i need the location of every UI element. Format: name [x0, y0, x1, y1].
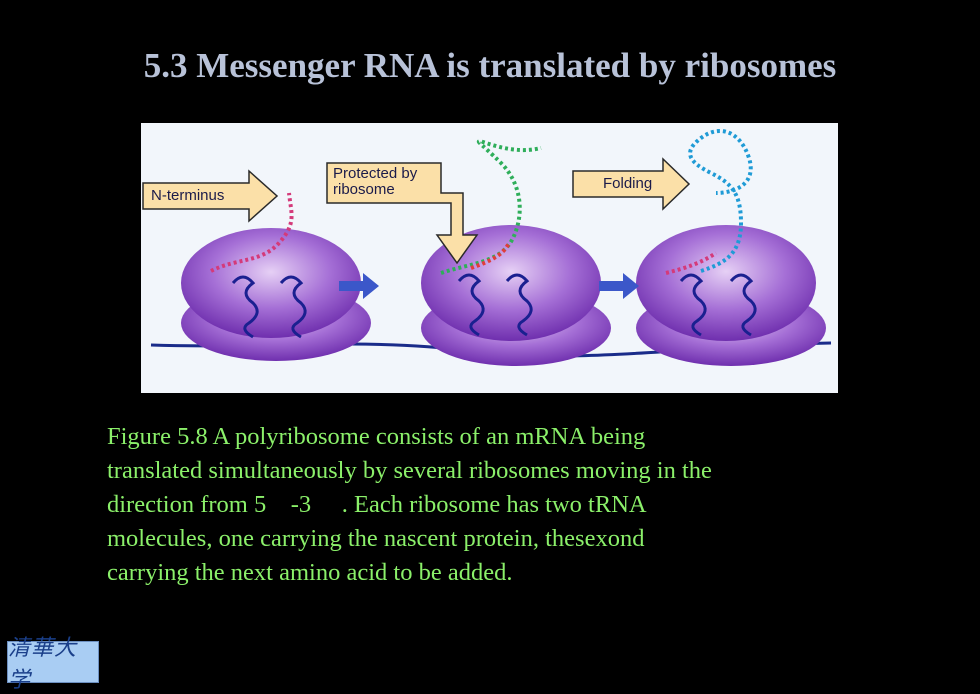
arrow-icon-1 — [339, 273, 379, 299]
protected-label-line1: Protected by — [333, 165, 418, 182]
caption-line: translated simultaneously by several rib… — [107, 457, 712, 484]
polypeptide-chain-1 — [210, 192, 294, 273]
folding-label: Folding — [603, 175, 653, 192]
ribosome-3 — [636, 225, 826, 366]
caption-line: molecules, one carrying the nascent prot… — [107, 525, 645, 552]
ribosome-2 — [421, 225, 611, 366]
arrow-icon-2 — [599, 273, 639, 299]
caption-line: carrying the next amino acid to be added… — [107, 559, 513, 586]
polyribosome-figure: N-terminus Protected by ribosome Folding — [141, 123, 838, 393]
trna-molecules — [231, 273, 757, 339]
polyribosome-diagram — [142, 128, 832, 366]
caption-line: Figure 5.8 A polyribosome consists of an… — [107, 423, 646, 450]
polypeptide-chain-3 — [665, 128, 753, 275]
n-terminus-callout-arrow — [142, 169, 279, 223]
figure-caption: Figure 5.8 A polyribosome consists of an… — [107, 420, 897, 590]
ribosome-1 — [181, 228, 371, 361]
folding-callout-arrow — [572, 157, 691, 211]
university-logo: 清華大学 — [7, 636, 99, 693]
protected-label-line2: ribosome — [333, 181, 395, 198]
protected-callout-arrow — [326, 162, 479, 265]
n-terminus-label: N-terminus — [151, 187, 225, 204]
caption-line: direction from 5 -3 . Each ribosome has … — [107, 491, 647, 518]
polypeptide-chain-2 — [440, 139, 542, 275]
slide-title: 5.3 Messenger RNA is translated by ribos… — [143, 46, 837, 85]
